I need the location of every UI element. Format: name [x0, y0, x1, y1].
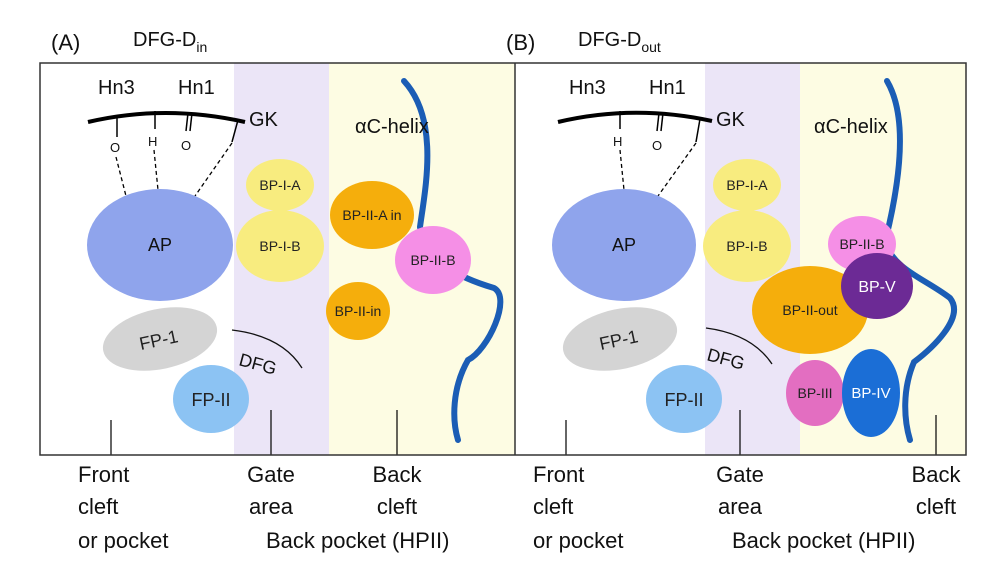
panel-b-fp2-pocket — [646, 365, 722, 433]
panel-a-hn1-label: Hn1 — [178, 77, 215, 99]
panel-a-gk-label: GK — [249, 109, 279, 131]
diagram-frame — [39, 62, 967, 456]
panel-a-alphac-helix — [401, 78, 504, 443]
panel-a-bp1a-pocket — [246, 159, 314, 211]
panel-a-oxygen-2: O — [181, 138, 191, 153]
panel-a-hn1-bond-1 — [185, 112, 189, 132]
panel-a-fp2-label: FP-II — [192, 390, 231, 410]
panel-b-bpv-pocket — [841, 253, 913, 319]
panel-b-oxygen: O — [652, 138, 662, 153]
panel-b-bp1b-label: BP-I-B — [726, 238, 767, 254]
panel-a-ap-pocket — [87, 189, 233, 301]
panel-b: (B) DFG-Dout Hn3 Hn1 GK H O αC-helix AP … — [506, 29, 966, 553]
panel-a-ap-label: AP — [148, 235, 172, 255]
panel-a-hbond-1 — [115, 156, 127, 197]
panel-a-bp1a-label: BP-I-A — [259, 177, 301, 193]
panel-a-fp1-pocket — [102, 307, 218, 371]
panel-b-hn1-bond-2 — [660, 112, 664, 132]
panel-b-dfg-curve — [705, 327, 773, 365]
panel-b-gate-label-2: area — [718, 494, 763, 519]
panel-b-hinge-backbone — [557, 110, 713, 124]
panel-a-front-label-3: or pocket — [78, 528, 169, 553]
panel-b-bp2out-label: BP-II-out — [782, 302, 837, 318]
panel-a-fp2-pocket — [173, 365, 249, 433]
panel-a-state: DFG-Din — [133, 29, 207, 55]
panel-a-bp1b-pocket — [236, 210, 324, 282]
panel-b-bp1a-label: BP-I-A — [726, 177, 768, 193]
panel-a-hydrogen: H — [148, 134, 157, 149]
panel-b-front-label-2: cleft — [533, 494, 573, 519]
panel-a-hn3-label: Hn3 — [98, 77, 135, 99]
panel-a-hbond-2 — [153, 149, 159, 191]
panel-b-ap-label: AP — [612, 235, 636, 255]
panel-a-dfg-curve — [231, 329, 303, 369]
panel-b-back-label-1: Back — [912, 462, 962, 487]
panel-a-back-label-2: cleft — [377, 494, 417, 519]
panel-a-hbond-3 — [194, 142, 233, 197]
panel-a-bp2in-label: BP-II-in — [335, 303, 382, 319]
panel-a-bp2ain-pocket — [330, 181, 414, 249]
panel-b-gk-bond — [695, 118, 701, 143]
panel-b-bp3-label: BP-III — [797, 385, 832, 401]
panel-a-bp2b-label: BP-II-B — [410, 252, 455, 268]
panel-b-hbond-2 — [657, 142, 697, 197]
panel-b-hn3-label: Hn3 — [569, 77, 606, 99]
panel-b-front-label-1: Front — [533, 462, 584, 487]
panel-b-bp1b-pocket — [703, 210, 791, 282]
panel-a: (A) DFG-Din Hn3 Hn1 GK O H O αC-helix AP… — [51, 29, 515, 553]
panel-b-bp4-label: BP-IV — [851, 385, 890, 402]
panel-b-alphac-helix — [881, 78, 957, 443]
panel-b-bp4-pocket — [842, 349, 900, 437]
panel-b-hn1-label: Hn1 — [649, 77, 686, 99]
panel-b-ap-pocket — [552, 189, 696, 301]
panel-a-front-label-1: Front — [78, 462, 129, 487]
panel-b-hydrogen: H — [613, 134, 622, 149]
panel-a-bp1b-label: BP-I-B — [259, 238, 300, 254]
panel-b-bp2b-label: BP-II-B — [839, 236, 884, 252]
panel-b-back-pocket-label: Back pocket (HPII) — [732, 528, 915, 553]
panel-b-fp2-label: FP-II — [665, 390, 704, 410]
panel-b-helix-label: αC-helix — [814, 116, 888, 138]
panel-b-letter: (B) — [506, 30, 535, 55]
panel-a-oxygen-1: O — [110, 140, 120, 155]
panel-b-bpv-label: BP-V — [858, 279, 896, 296]
panel-a-hn1-bond-2 — [189, 112, 193, 132]
panel-a-bp2b-pocket — [395, 226, 471, 294]
panel-b-gk-label: GK — [716, 109, 746, 131]
panel-a-gate-label-1: Gate — [247, 462, 295, 487]
panel-a-helix-label: αC-helix — [355, 116, 429, 138]
panel-b-gate-label-1: Gate — [716, 462, 764, 487]
panel-b-bp1a-pocket — [713, 159, 781, 211]
panel-a-bp2in-pocket — [326, 282, 390, 340]
panel-a-bp2ain-label: BP-II-A in — [342, 207, 401, 223]
panel-a-gk-bond — [231, 119, 239, 143]
panel-b-back-label-2: cleft — [916, 494, 956, 519]
panel-a-back-pocket-label: Back pocket (HPII) — [266, 528, 449, 553]
panel-b-fp1-pocket — [562, 307, 678, 371]
panel-b-bp3-pocket — [786, 360, 844, 426]
panel-a-gate-label-2: area — [249, 494, 294, 519]
panel-b-bp2out-pocket — [752, 266, 868, 354]
panel-b-hn1-bond-1 — [656, 112, 660, 132]
panel-b-front-label-3: or pocket — [533, 528, 624, 553]
panel-a-hinge-backbone — [87, 111, 246, 124]
panel-a-back-label-1: Back — [373, 462, 423, 487]
panel-b-hbond-1 — [619, 149, 625, 191]
panel-b-state: DFG-Dout — [578, 29, 661, 55]
panel-a-front-label-2: cleft — [78, 494, 118, 519]
panel-a-letter: (A) — [51, 30, 80, 55]
